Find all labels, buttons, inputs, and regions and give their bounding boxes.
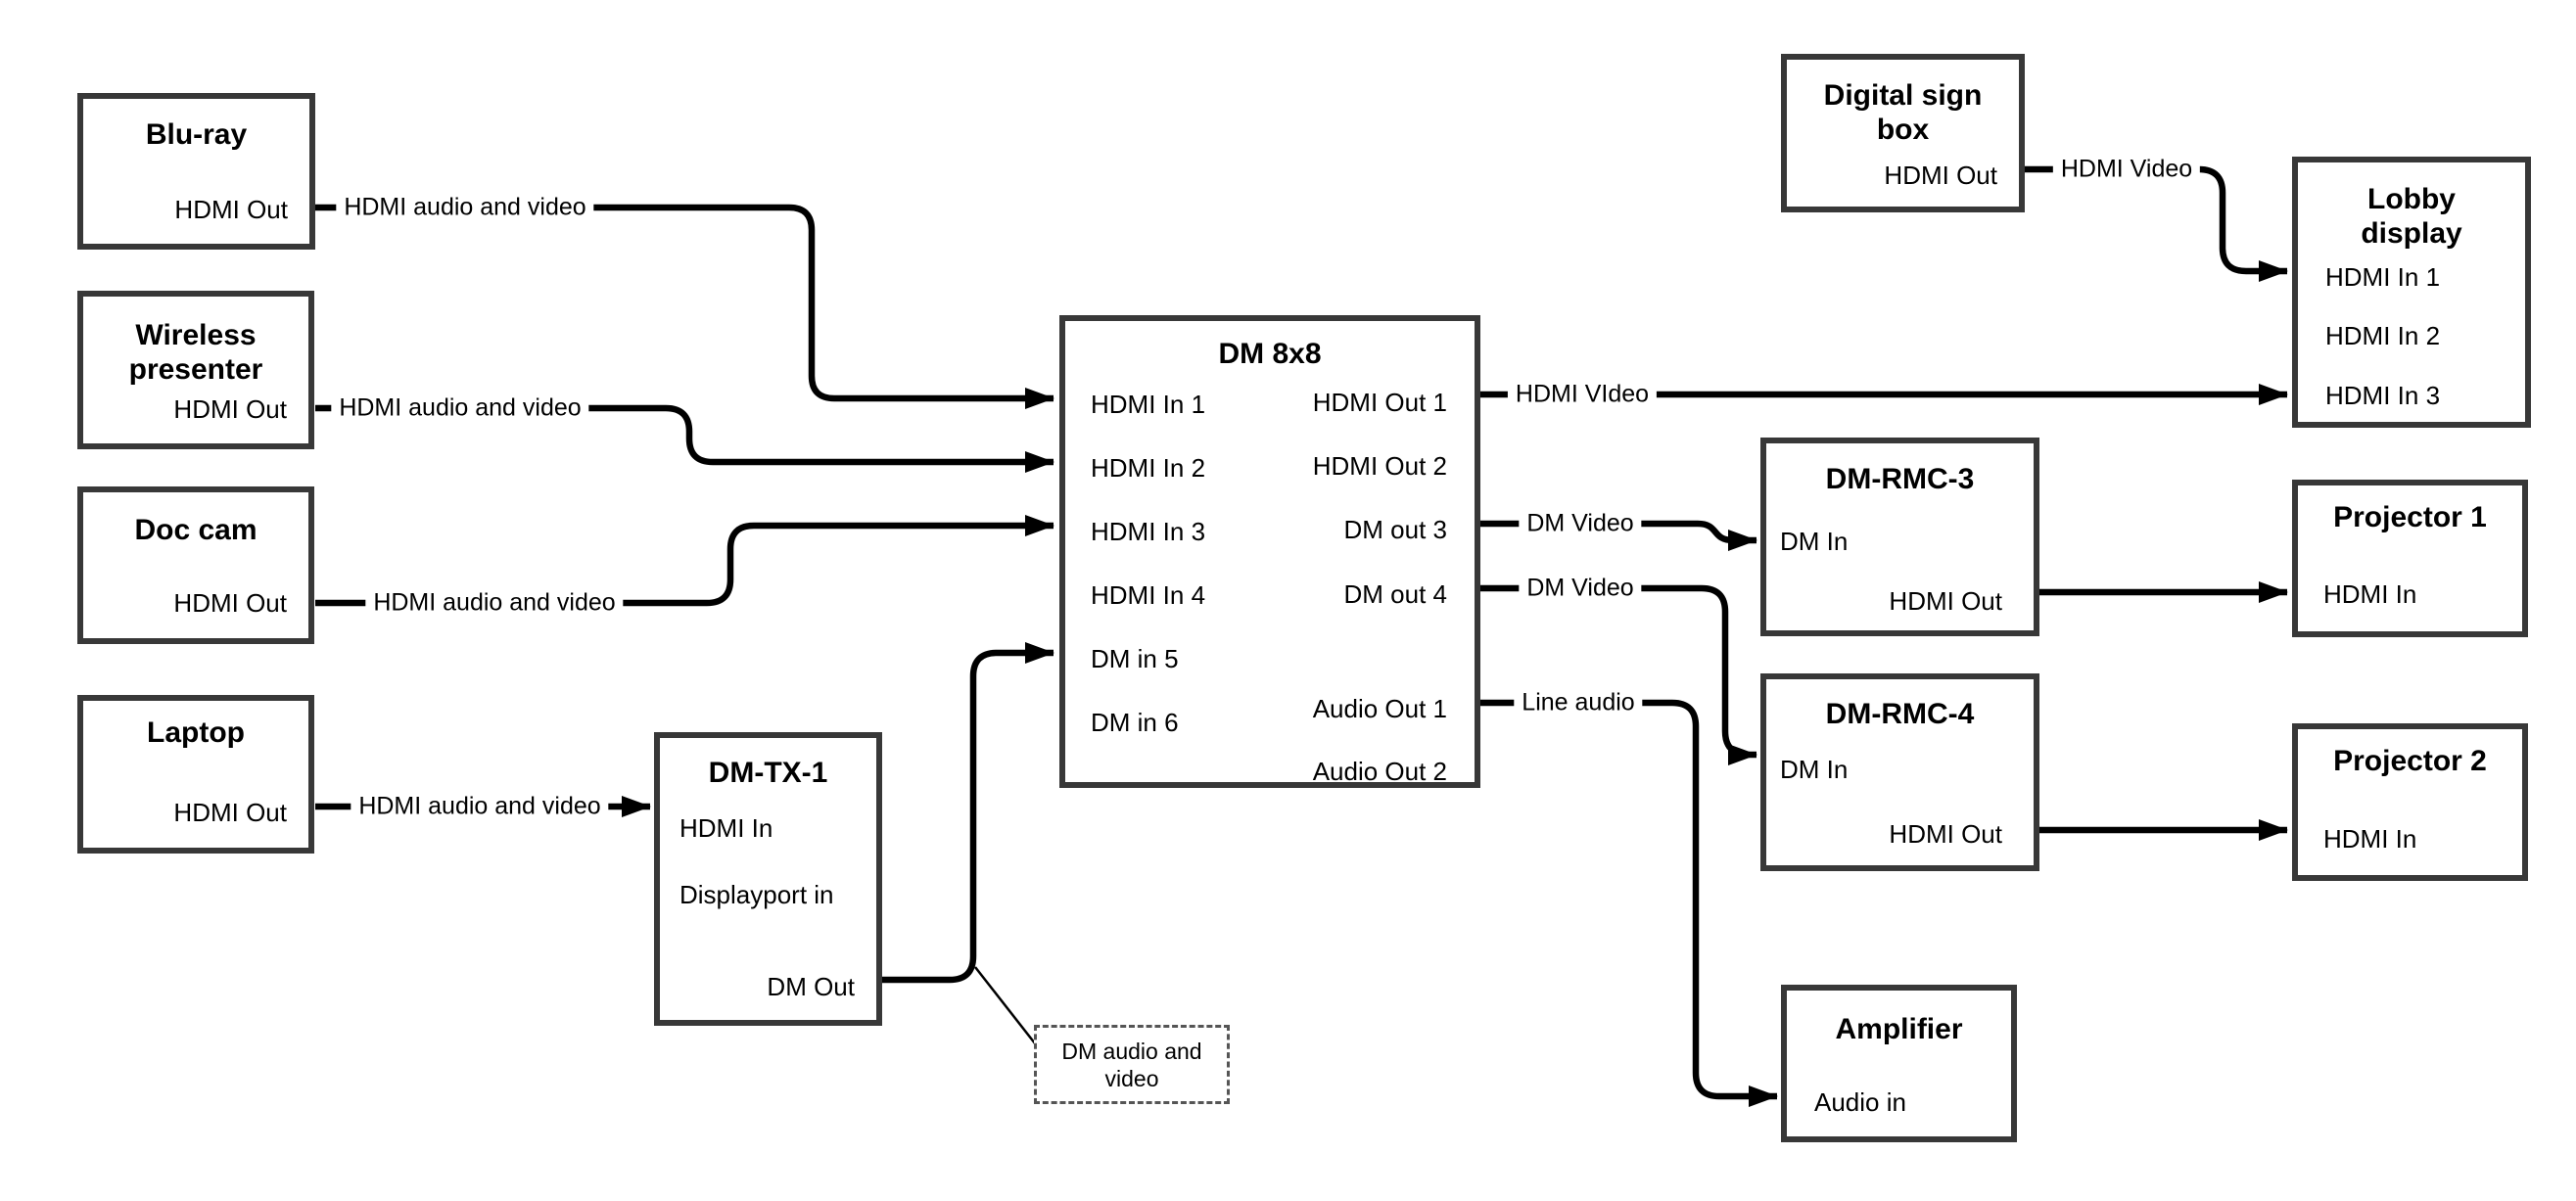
dm-8x8-title: DM 8x8 <box>1218 338 1322 370</box>
digitalsign-port-hdmi-out: HDMI Out <box>1884 161 1997 190</box>
edge-label-wireless: HDMI audio and video <box>331 392 589 425</box>
dmtx1-port-displayport-in: Displayport in <box>679 880 834 909</box>
digital-sign-title: Digital sign box <box>1823 79 1983 146</box>
device-box-dm-8x8: DM 8x8 HDMI In 1 HDMI In 2 HDMI In 3 HDM… <box>1059 315 1480 788</box>
amplifier-title: Amplifier <box>1835 1013 1963 1045</box>
doc-cam-title: Doc cam <box>134 514 258 546</box>
amplifier-port-audio-in: Audio in <box>1814 1087 1906 1117</box>
projector-2-title: Projector 2 <box>2333 745 2487 777</box>
note-dm-audio-and-video: DM audio and video <box>1034 1025 1230 1104</box>
lobby-port-hdmi-in-3: HDMI In 3 <box>2325 381 2441 410</box>
device-box-projector-2: Projector 2 HDMI In <box>2292 723 2528 881</box>
projector2-port-hdmi-in: HDMI In <box>2323 824 2417 854</box>
wireless-port-hdmi-out: HDMI Out <box>173 394 287 424</box>
dm8x8-port-dm-in-5: DM in 5 <box>1091 644 1179 673</box>
edge-label-sign-hdmi-video: HDMI Video <box>2052 153 2201 186</box>
bluray-port-hdmi-out: HDMI Out <box>174 195 288 224</box>
rmc4-port-hdmi-out: HDMI Out <box>1889 819 2002 849</box>
wire-audio-out-1-to-amplifier <box>1480 699 1778 1107</box>
device-box-projector-1: Projector 1 HDMI In <box>2292 480 2528 637</box>
bluray-title: Blu-ray <box>145 118 248 151</box>
wire-dm-out-3-to-rmc3 <box>1480 520 1757 551</box>
device-box-bluray: Blu-ray HDMI Out <box>77 93 315 250</box>
dmtx1-port-hdmi-in: HDMI In <box>679 813 773 843</box>
device-box-lobby-display: Lobby display HDMI In 1 HDMI In 2 HDMI I… <box>2292 157 2531 428</box>
wire-digitalsign-to-lobby <box>2025 165 2288 282</box>
wireless-presenter-title: Wireless presenter <box>128 319 263 386</box>
edge-label-bluray: HDMI audio and video <box>336 191 594 224</box>
rmc3-port-dm-in: DM In <box>1780 527 1849 556</box>
device-box-digital-sign: Digital sign box HDMI Out <box>1781 54 2025 212</box>
doccam-port-hdmi-out: HDMI Out <box>173 588 287 618</box>
rmc3-port-hdmi-out: HDMI Out <box>1889 586 2002 616</box>
lobby-port-hdmi-in-1: HDMI In 1 <box>2325 262 2441 292</box>
dm8x8-port-audio-out-2: Audio Out 2 <box>1312 757 1447 786</box>
wire-dmtx1-to-dm-in-5 <box>882 642 1054 984</box>
dm8x8-port-hdmi-in-4: HDMI In 4 <box>1091 580 1206 610</box>
lobby-port-hdmi-in-2: HDMI In 2 <box>2325 321 2441 350</box>
projector1-port-hdmi-in: HDMI In <box>2323 579 2417 609</box>
dm8x8-port-hdmi-in-3: HDMI In 3 <box>1091 517 1206 546</box>
edge-label-dm-video-4: DM Video <box>1519 572 1642 605</box>
device-box-laptop: Laptop HDMI Out <box>77 695 314 854</box>
rmc4-port-dm-in: DM In <box>1780 755 1849 784</box>
note-pointer-line <box>974 966 1036 1044</box>
wire-bluray-to-hdmi-in-1 <box>315 204 1054 409</box>
lobby-display-title: Lobby display <box>2361 183 2462 250</box>
device-box-dm-tx-1: DM-TX-1 HDMI In Displayport in DM Out <box>654 732 882 1026</box>
projector-1-title: Projector 1 <box>2333 501 2487 533</box>
laptop-title: Laptop <box>147 716 245 749</box>
dm-rmc-3-title: DM-RMC-3 <box>1825 463 1975 495</box>
edge-label-hdmi-video-long: HDMI VIdeo <box>1507 378 1658 411</box>
wire-doccam-to-hdmi-in-3 <box>315 515 1054 607</box>
dm8x8-port-hdmi-out-1: HDMI Out 1 <box>1312 388 1447 417</box>
dm8x8-port-dm-out-4: DM out 4 <box>1343 579 1448 609</box>
note-text: DM audio and video <box>1061 1038 1202 1091</box>
device-box-doc-cam: Doc cam HDMI Out <box>77 486 314 644</box>
edge-label-doccam: HDMI audio and video <box>365 586 624 620</box>
dm8x8-port-dm-in-6: DM in 6 <box>1091 708 1179 737</box>
device-box-wireless-presenter: Wireless presenter HDMI Out <box>77 291 314 449</box>
laptop-port-hdmi-out: HDMI Out <box>173 798 287 827</box>
edge-label-dm-video-3: DM Video <box>1519 507 1642 540</box>
device-box-dm-rmc-4: DM-RMC-4 DM In HDMI Out <box>1760 673 2039 871</box>
device-box-dm-rmc-3: DM-RMC-3 DM In HDMI Out <box>1760 438 2039 636</box>
dm8x8-port-hdmi-in-2: HDMI In 2 <box>1091 453 1206 483</box>
dm8x8-port-hdmi-in-1: HDMI In 1 <box>1091 390 1206 419</box>
edge-label-line-audio: Line audio <box>1514 686 1643 719</box>
wire-dm-out-4-to-rmc4 <box>1480 584 1757 765</box>
dm-rmc-4-title: DM-RMC-4 <box>1825 698 1975 730</box>
dm-tx-1-title: DM-TX-1 <box>708 757 828 789</box>
dm8x8-port-audio-out-1: Audio Out 1 <box>1312 694 1447 723</box>
wire-wireless-to-hdmi-in-2 <box>315 404 1054 473</box>
dm8x8-port-dm-out-3: DM out 3 <box>1343 515 1448 544</box>
dmtx1-port-dm-out: DM Out <box>767 972 855 1001</box>
dm8x8-port-hdmi-out-2: HDMI Out 2 <box>1312 451 1447 481</box>
edge-label-laptop: HDMI audio and video <box>351 790 609 823</box>
device-box-amplifier: Amplifier Audio in <box>1781 985 2017 1142</box>
